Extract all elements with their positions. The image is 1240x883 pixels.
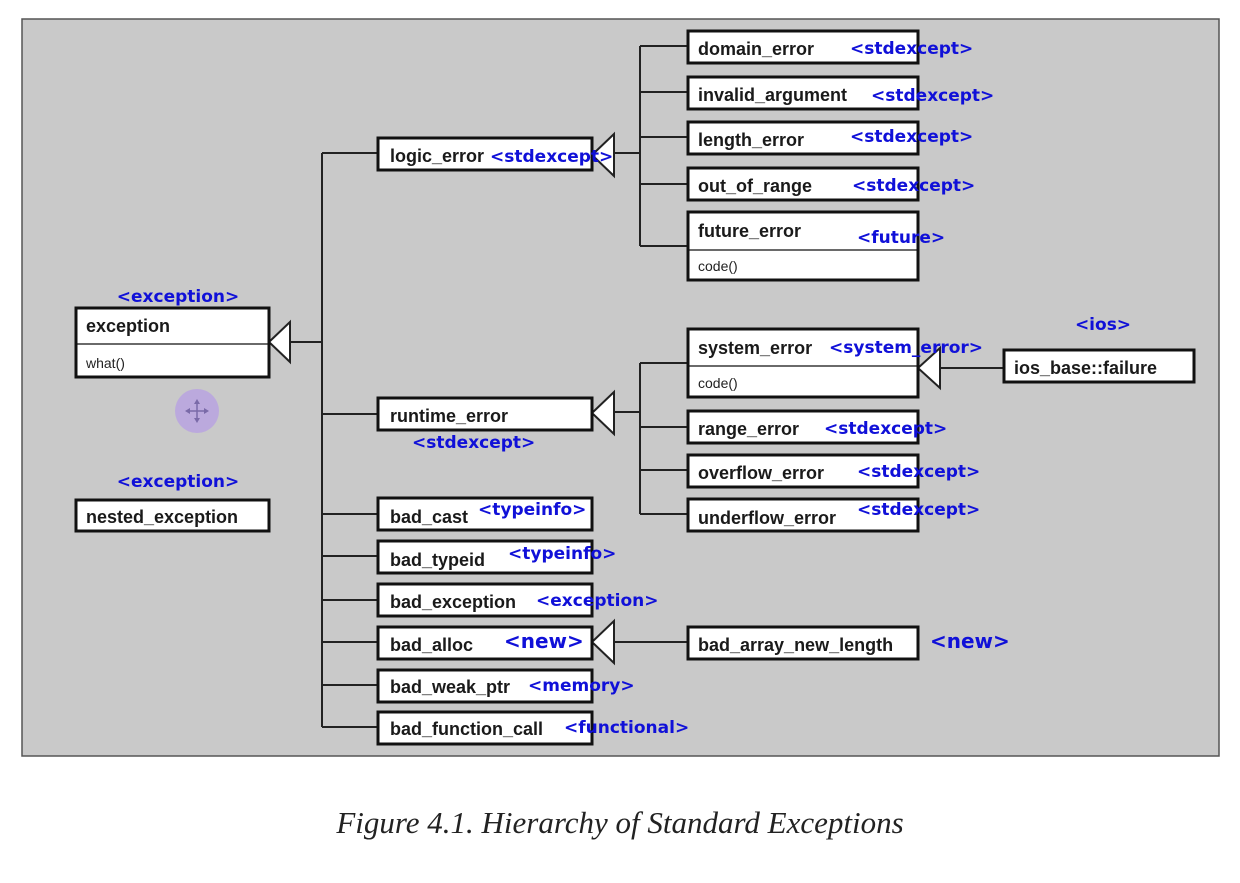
class-underflow-error: underflow_error [686,497,920,533]
class-name: length_error [698,130,804,150]
class-name: range_error [698,419,799,439]
inheritance-connectors [290,45,1004,728]
class-name: future_error [698,221,801,241]
class-bad-cast: bad_cast [376,496,594,532]
class-name: bad_function_call [390,719,543,739]
class-runtime-error: runtime_error [376,396,594,432]
arrow-to-logic-error [590,131,615,179]
header-label-bad-typeid: <typeinfo> [508,544,616,564]
method-label: what() [85,355,125,371]
header-label-ios-base-failure: <ios> [1075,315,1131,335]
method-label: code() [698,375,738,391]
class-ios-base-failure: ios_base::failure [1002,348,1196,384]
class-name: out_of_range [698,176,812,196]
header-label-bad-exception: <exception> [536,591,659,611]
method-label: code() [698,258,738,274]
class-out-of-range: out_of_range [686,166,920,202]
header-label-invalid-argument: <stdexcept> [871,86,994,106]
class-name: domain_error [698,39,814,59]
header-label-bad-function-call: <functional> [564,718,689,738]
move-cursor-icon [175,389,219,433]
class-name: bad_typeid [390,550,485,570]
header-label-future-error: <future> [857,228,945,248]
class-name: ios_base::failure [1014,358,1157,378]
class-invalid-argument: invalid_argument [686,75,920,111]
header-label-out-of-range: <stdexcept> [852,176,975,196]
class-range-error: range_error [686,409,920,445]
class-system-error: system_error code() [686,327,920,399]
class-name: bad_weak_ptr [390,677,510,697]
header-label-underflow-error: <stdexcept> [857,500,980,520]
header-label-length-error: <stdexcept> [850,127,973,147]
header-label-bad-weak-ptr: <memory> [528,676,635,696]
arrow-to-exception [267,319,291,365]
class-domain-error: domain_error [686,29,920,65]
class-nested-exception: nested_exception [74,498,271,533]
header-label-system-error: <system_error> [829,338,983,358]
class-overflow-error: overflow_error [686,453,920,489]
class-name: underflow_error [698,508,836,528]
class-name: bad_array_new_length [698,635,893,655]
figure-caption: Figure 4.1. Hierarchy of Standard Except… [336,805,904,840]
class-bad-weak-ptr: bad_weak_ptr [376,668,594,704]
class-bad-alloc: bad_alloc [376,625,594,661]
header-label-runtime-error: <stdexcept> [412,433,535,453]
class-name: invalid_argument [698,85,847,105]
header-label-bad-cast: <typeinfo> [478,500,586,520]
header-label-nested-exception: <exception> [117,472,240,492]
diagram-panel [21,18,1220,757]
class-name: bad_alloc [390,635,473,655]
class-length-error: length_error [686,120,920,156]
class-name: nested_exception [86,507,238,527]
class-name: bad_exception [390,592,516,612]
header-label-domain-error: <stdexcept> [850,39,973,59]
generalization-arrows [267,131,941,666]
header-label-range-error: <stdexcept> [824,419,947,439]
header-label-bad-array-new-length: <new> [930,629,1010,653]
class-name: exception [86,316,170,336]
arrow-to-system-error [916,345,941,391]
class-bad-typeid: bad_typeid [376,539,594,575]
header-label-bad-alloc: <new> [504,629,584,653]
class-exception: exception what() [74,306,271,379]
class-name: bad_cast [390,507,468,527]
arrow-to-runtime-error [590,389,615,437]
class-future-error: future_error code() [686,210,920,282]
class-bad-exception: bad_exception [376,582,594,618]
class-name: logic_error [390,146,484,166]
header-label-overflow-error: <stdexcept> [857,462,980,482]
header-label-logic-error: <stdexcept> [490,147,613,167]
class-bad-function-call: bad_function_call [376,710,594,746]
class-name: overflow_error [698,463,824,483]
header-label-exception: <exception> [117,287,240,307]
arrow-to-bad-alloc [590,618,615,666]
class-name: system_error [698,338,812,358]
class-bad-array-new-length: bad_array_new_length [686,625,920,661]
class-name: runtime_error [390,406,508,426]
class-logic-error: logic_error [376,136,594,172]
